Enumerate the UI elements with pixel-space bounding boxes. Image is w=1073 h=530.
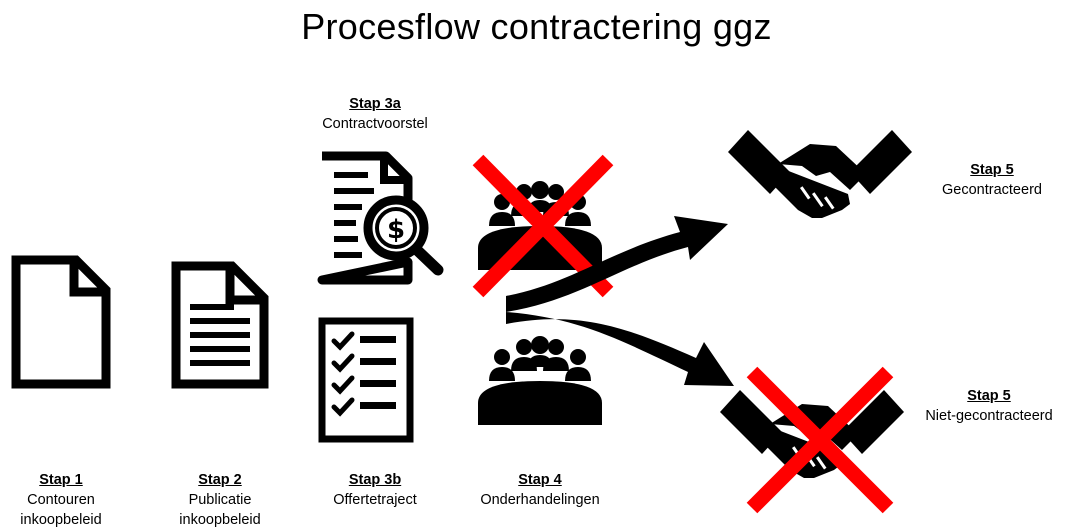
step-3a-label: Stap 3a Contractvoorstel: [300, 94, 450, 134]
invoice-search-icon: $: [317, 151, 444, 285]
step-1-label: Stap 1 Contouren inkoopbeleid: [0, 470, 122, 530]
step-4-label: Stap 4 Onderhandelingen: [460, 470, 620, 510]
text-document-icon: [171, 261, 269, 389]
step-4-title: Stap 4: [518, 472, 562, 488]
step-5-contracted-title: Stap 5: [970, 162, 1014, 178]
step-5-contracted-label: Stap 5 Gecontracteerd: [912, 160, 1072, 200]
checklist-icon: [318, 317, 414, 443]
handshake-icon: [728, 130, 912, 218]
svg-text:$: $: [387, 215, 405, 245]
step-3b-line-1: Offertetraject: [333, 492, 417, 508]
step-5-not-contracted-title: Stap 5: [967, 388, 1011, 404]
step-4-line-1: Onderhandelingen: [480, 492, 600, 508]
step-1-line-1: Contouren: [27, 492, 95, 508]
document-icon: [11, 255, 111, 389]
step-3a-title: Stap 3a: [349, 96, 401, 112]
meeting-icon: [478, 336, 602, 425]
step-2-line-1: Publicatie: [188, 492, 252, 508]
step-3a-line-1: Contractvoorstel: [322, 116, 428, 132]
step-2-title: Stap 2: [198, 472, 242, 488]
red-cross-icon: [746, 366, 894, 514]
page-title: Procesflow contractering ggz: [301, 6, 772, 47]
step-3b-label: Stap 3b Offertetraject: [300, 470, 450, 510]
step-1-line-2: inkoopbeleid: [20, 512, 102, 528]
step-3b-title: Stap 3b: [348, 472, 402, 488]
step-2-label: Stap 2 Publicatie inkoopbeleid: [160, 470, 280, 530]
step-1-title: Stap 1: [39, 472, 83, 488]
step-5-contracted-line-1: Gecontracteerd: [942, 182, 1042, 198]
step-2-line-2: inkoopbeleid: [179, 512, 261, 528]
branch-arrow-icon: [506, 216, 734, 386]
step-5-not-contracted-line-1: Niet-gecontracteerd: [925, 408, 1053, 424]
step-5-not-contracted-label: Stap 5 Niet-gecontracteerd: [906, 386, 1072, 426]
